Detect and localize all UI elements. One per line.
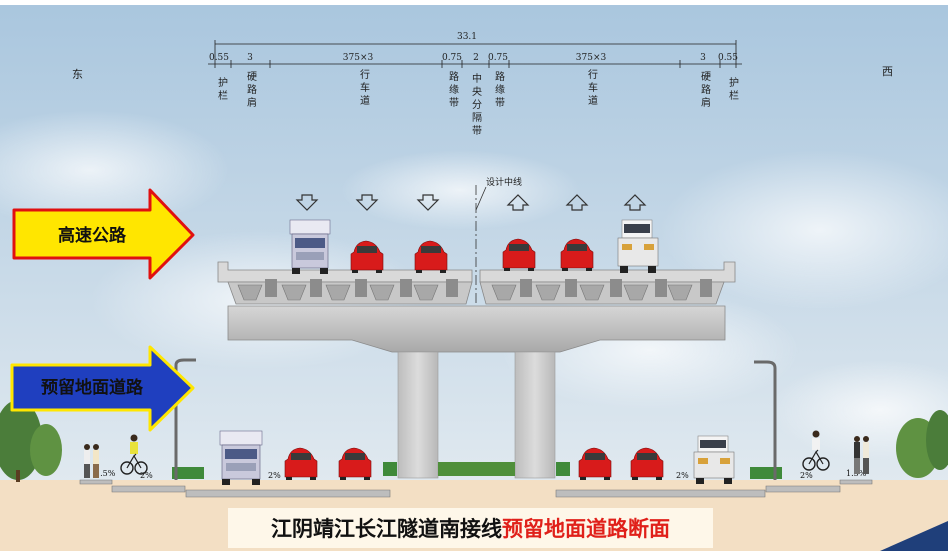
dimension-segments: 0.55 3 375×3 0.75 2 0.75 375×3 3 0.55 (209, 53, 738, 63)
down-arrow-icon (355, 194, 379, 211)
direction-east-label: 东 (72, 68, 83, 81)
red-car (560, 238, 594, 271)
roadside-trees (0, 400, 948, 482)
white-truck (693, 435, 735, 484)
red-car (502, 238, 536, 271)
pier-column-left (397, 351, 439, 479)
component-label-6: 行车道 (588, 68, 598, 107)
dim-segment-6: 375×3 (576, 53, 607, 63)
component-label-8: 护栏 (729, 76, 739, 102)
red-car (350, 240, 384, 273)
up-arrow-icon (506, 194, 530, 211)
expressway-label: 高速公路 (58, 225, 127, 246)
expressway-callout-arrow: 高速公路 (12, 188, 195, 280)
top-strip (0, 0, 948, 5)
dim-segment-4: 2 (473, 53, 479, 63)
dim-segment-0: 0.55 (209, 53, 229, 63)
red-car (338, 447, 372, 480)
dimension-total: 33.1 (457, 32, 477, 42)
red-car (578, 447, 612, 480)
caption-prefix: 江阴靖江长江隧道南接线 (271, 517, 502, 541)
pedestrians-right (854, 436, 869, 474)
down-arrow-icon (295, 194, 319, 211)
dim-segment-3: 0.75 (442, 53, 462, 63)
cyclist-left (120, 434, 148, 475)
caption-bar: 江阴靖江长江隧道南接线预留地面道路断面 (228, 508, 713, 548)
component-label-5: 路缘带 (495, 70, 505, 109)
pier-cap (227, 305, 726, 353)
pier-column-right (514, 351, 556, 479)
cyclist-right (802, 430, 830, 471)
component-labels: 护栏 硬路肩 行车道 路缘带 中央分隔带 路缘带 行车道 硬路肩 护栏 (218, 68, 739, 137)
component-label-2: 行车道 (360, 68, 370, 107)
caption-highlight: 预留地面道路断面 (502, 517, 670, 541)
dim-segment-2: 375×3 (343, 53, 374, 63)
slope-label-3: 2% (676, 471, 689, 480)
slope-label-4: 2% (800, 471, 813, 480)
component-label-0: 护栏 (218, 76, 228, 102)
street-lights (174, 358, 777, 480)
dimension-lines (208, 40, 742, 68)
corner-decoration (880, 521, 948, 551)
centerline-label: 设计中线 (486, 176, 522, 188)
blue-truck (289, 219, 331, 274)
component-label-1: 硬路肩 (247, 71, 257, 109)
centerline-leader (475, 186, 487, 211)
slope-label-1: 2% (140, 471, 153, 480)
component-label-4: 中央分隔带 (472, 72, 482, 137)
red-car (414, 240, 448, 273)
viaduct-superstructure (217, 261, 736, 305)
red-car (630, 447, 664, 480)
up-arrow-icon (623, 194, 647, 211)
ground-road-label: 预留地面道路 (41, 377, 144, 398)
median-hedge (438, 462, 515, 476)
dim-segment-1: 3 (247, 53, 253, 63)
dim-segment-7: 3 (700, 53, 706, 63)
lane-direction-arrows (295, 194, 647, 211)
ground-road-surfaces (79, 479, 873, 498)
red-car (284, 447, 318, 480)
component-label-3: 路缘带 (449, 70, 459, 109)
dim-segment-5: 0.75 (488, 53, 508, 63)
white-truck (617, 219, 659, 273)
blue-truck (219, 430, 263, 485)
up-arrow-icon (565, 194, 589, 211)
component-label-7: 硬路肩 (701, 71, 711, 109)
direction-west-label: 西 (882, 65, 893, 78)
pedestrians-left (84, 444, 99, 478)
down-arrow-icon (416, 194, 440, 211)
slope-label-2: 2% (268, 471, 281, 480)
ground-road-callout-arrow: 预留地面道路 (10, 345, 195, 432)
dim-segment-8: 0.55 (718, 53, 738, 63)
slope-label-0: 1.5% (95, 469, 116, 478)
